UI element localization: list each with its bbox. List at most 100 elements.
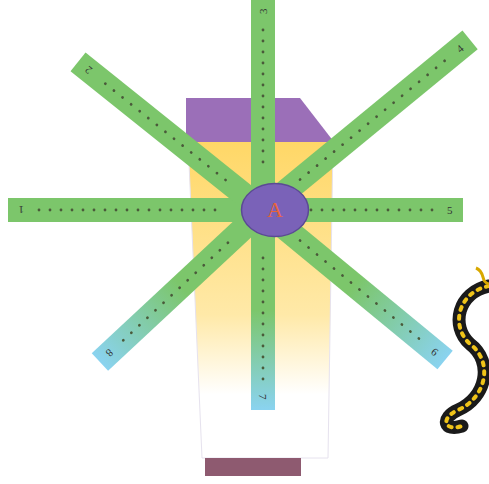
ruler-dot xyxy=(321,209,324,212)
ruler-dot xyxy=(262,117,265,120)
ruler-dot xyxy=(398,209,401,212)
ruler-dot xyxy=(189,151,193,155)
ruler-dot xyxy=(262,62,265,65)
ruler-dot xyxy=(262,323,265,326)
ruler-dot xyxy=(162,301,166,305)
ruler-dot xyxy=(126,209,129,212)
arm-number: 2 xyxy=(83,64,94,76)
ruler-dot xyxy=(341,274,345,278)
ruler-dot xyxy=(38,209,41,212)
ruler-dots xyxy=(251,210,275,410)
snake-figure xyxy=(446,268,489,427)
ruler-dot xyxy=(262,301,265,304)
ruler-dot xyxy=(310,209,313,212)
ruler-dot xyxy=(298,239,302,243)
hub-letter: A xyxy=(267,199,283,221)
ruler-dot xyxy=(431,209,434,212)
ruler-dot xyxy=(400,323,404,327)
arm-number: 3 xyxy=(258,9,269,15)
ruler-dot xyxy=(262,73,265,76)
ruler-dot xyxy=(417,80,421,84)
arm-number: 8 xyxy=(104,347,116,359)
ruler-dot xyxy=(375,115,379,119)
ruler-dot xyxy=(324,157,328,161)
ruler-dot xyxy=(387,209,390,212)
ruler-dot xyxy=(262,378,265,381)
ruler-arm: 7 xyxy=(251,210,275,410)
ruler-dot xyxy=(262,128,265,131)
ruler-dot xyxy=(408,330,412,334)
ruler-dot xyxy=(262,268,265,271)
ruler-dot xyxy=(262,139,265,142)
ruler-dot xyxy=(383,108,387,112)
ruler-dot xyxy=(262,84,265,87)
ruler-dot xyxy=(262,367,265,370)
ruler-dot xyxy=(343,209,346,212)
ruler-dots xyxy=(8,198,263,222)
ruler-dot xyxy=(332,267,336,271)
ruler-dot xyxy=(332,150,336,154)
ruler-dot xyxy=(262,40,265,43)
ruler-dot xyxy=(349,136,353,140)
ruler-dot xyxy=(366,295,370,299)
ruler-dot xyxy=(214,209,217,212)
ruler-arm: 8 xyxy=(92,201,271,371)
ruler-dot xyxy=(358,129,362,133)
ruler-dot xyxy=(93,209,96,212)
ruler-dot xyxy=(49,209,52,212)
ruler-arm: 1 xyxy=(8,198,263,222)
ruler-arm: 2 xyxy=(71,52,271,219)
tower-base xyxy=(205,458,301,476)
ruler-dot xyxy=(148,209,151,212)
ruler-dot xyxy=(262,312,265,315)
ruler-dot xyxy=(341,143,345,147)
ruler-dot xyxy=(226,241,230,245)
ruler-dot xyxy=(307,246,311,250)
ruler-dot xyxy=(417,337,421,341)
arm-number: 7 xyxy=(258,394,269,400)
ruler-dot xyxy=(206,164,210,168)
ruler-dot xyxy=(392,101,396,105)
ruler-dot xyxy=(155,123,159,127)
ruler-dot xyxy=(163,130,167,134)
ruler-dot xyxy=(71,209,74,212)
ruler-dot xyxy=(129,331,133,335)
ruler-dot xyxy=(146,116,150,120)
ruler-dot xyxy=(138,109,142,113)
ruler-dot xyxy=(186,278,190,282)
ruler-dot xyxy=(115,209,118,212)
ruler-dot xyxy=(262,161,265,164)
ruler-dot xyxy=(215,171,219,175)
ruler-dot xyxy=(170,293,174,297)
ruler-dot xyxy=(181,144,185,148)
ruler-dot xyxy=(181,209,184,212)
ruler-dot xyxy=(137,209,140,212)
ruler-dot xyxy=(262,29,265,32)
ruler-dot xyxy=(203,209,206,212)
ruler-dot xyxy=(178,286,182,290)
arm-number: 5 xyxy=(447,205,453,216)
ruler-dot xyxy=(121,95,125,99)
ruler-dot xyxy=(202,263,206,267)
arm-number: 1 xyxy=(19,205,25,216)
ruler-dot xyxy=(103,82,107,86)
tower-body xyxy=(188,140,333,458)
ruler-dot xyxy=(400,94,404,98)
ruler-dot xyxy=(145,316,149,320)
ruler-dots xyxy=(92,201,271,371)
ruler-dot xyxy=(112,89,116,93)
ruler-dot xyxy=(409,209,412,212)
ruler-dot xyxy=(383,309,387,313)
ruler-dots xyxy=(71,52,271,219)
ruler-dot xyxy=(262,279,265,282)
ruler-dot xyxy=(262,95,265,98)
ruler-dot xyxy=(366,122,370,126)
ruler-dot xyxy=(198,157,202,161)
ruler-dot xyxy=(218,248,222,252)
ruler-dot xyxy=(262,51,265,54)
ruler-dot xyxy=(262,345,265,348)
ruler-arm: 3 xyxy=(251,0,275,210)
ruler-dot xyxy=(443,59,447,63)
ruler-dot xyxy=(60,209,63,212)
